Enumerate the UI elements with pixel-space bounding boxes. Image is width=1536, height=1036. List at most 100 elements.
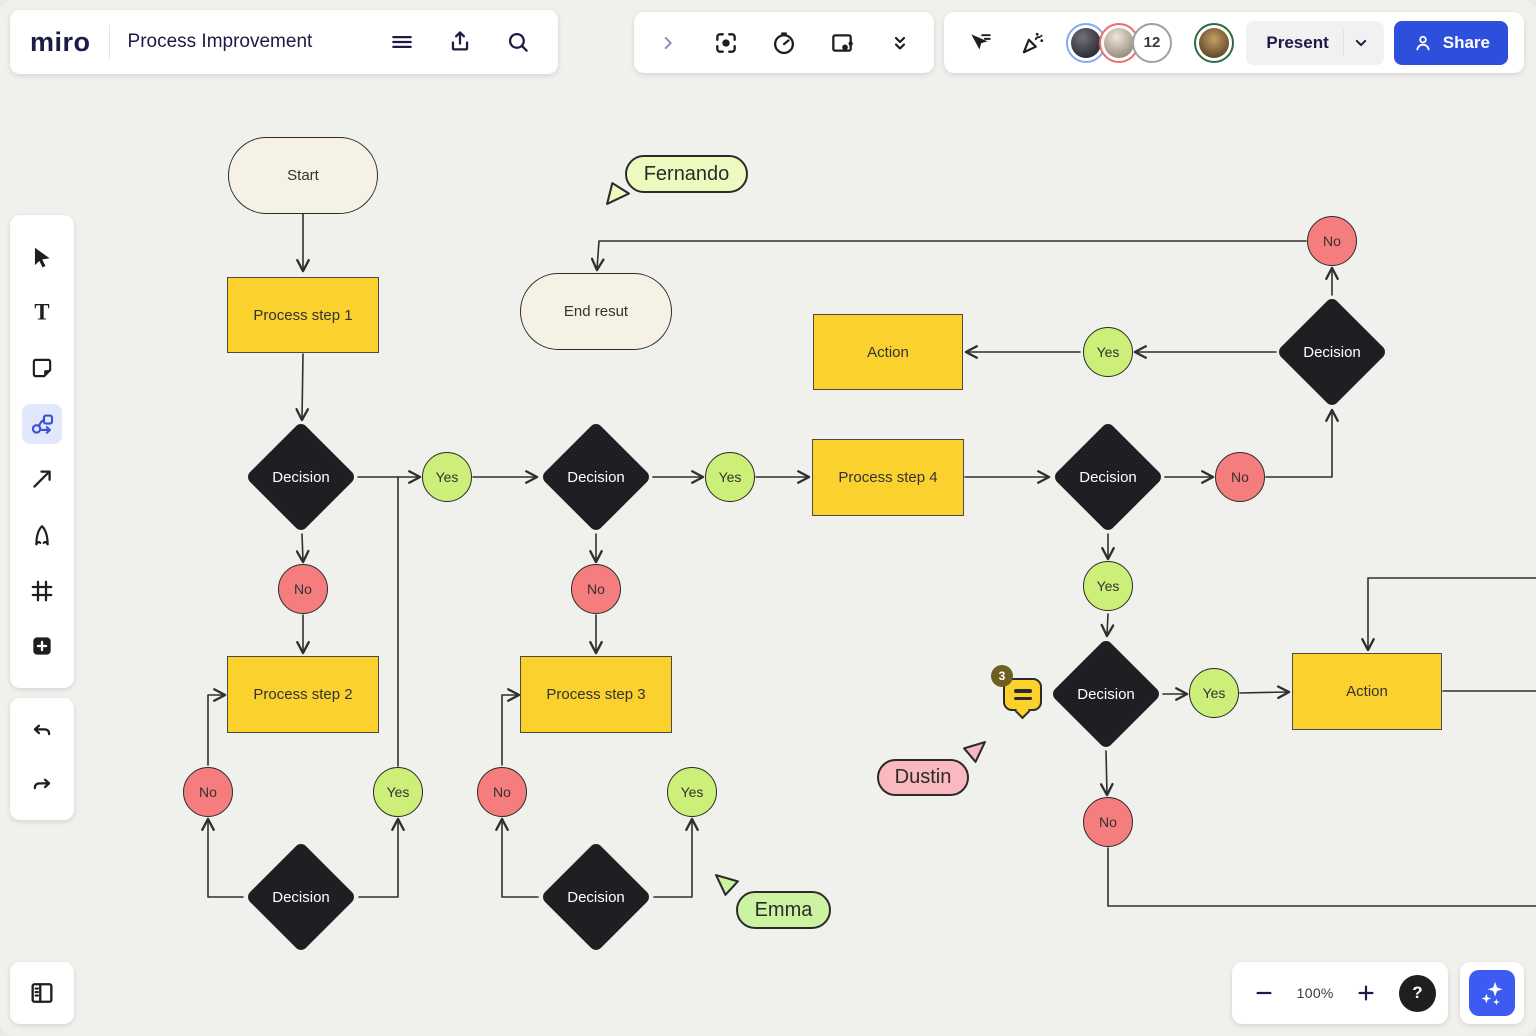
zoom-out-button[interactable] [1244, 973, 1284, 1013]
tool-frame[interactable] [22, 571, 62, 611]
flow-node-p4[interactable]: Process step 4 [812, 438, 964, 516]
flow-connector[interactable] [302, 353, 303, 419]
flow-connector[interactable] [358, 820, 398, 898]
more-tools-icon [33, 637, 51, 655]
flow-node-d3[interactable]: Decision [1052, 421, 1164, 533]
search-button[interactable] [498, 22, 538, 62]
flow-connector[interactable] [502, 820, 539, 898]
flow-node-no3[interactable]: No [571, 564, 621, 614]
present-button[interactable]: Present [1246, 20, 1384, 65]
flow-node-label: Yes [718, 469, 742, 485]
zoom-in-button[interactable] [1346, 973, 1386, 1013]
flow-connector[interactable] [1239, 692, 1288, 693]
current-user-avatar[interactable] [1194, 22, 1234, 63]
reactions-button[interactable] [1012, 23, 1052, 63]
flow-connector[interactable] [1107, 847, 1536, 907]
flow-node-d4[interactable]: Decision [245, 841, 357, 953]
flow-connector[interactable] [1368, 577, 1536, 649]
flow-node-no5[interactable]: No [1215, 452, 1265, 502]
flow-node-p1[interactable]: Process step 1 [227, 277, 379, 353]
flow-node-label: Yes [1096, 578, 1120, 594]
frame-icon [31, 580, 53, 601]
flow-node-no6[interactable]: No [1307, 216, 1357, 266]
flow-node-yes1[interactable]: Yes [422, 452, 472, 502]
flow-node-no2[interactable]: No [183, 767, 233, 817]
redo-button[interactable] [22, 766, 62, 806]
flow-node-label: Yes [1096, 344, 1120, 360]
focus-mode-button[interactable] [706, 23, 746, 63]
tool-diagramming[interactable] [22, 403, 62, 444]
flow-connector[interactable] [597, 240, 1307, 269]
comment-count-badge: 3 [991, 665, 1013, 687]
flow-node-yes4[interactable]: Yes [667, 767, 717, 817]
flow-node-p3[interactable]: Process step 3 [520, 655, 672, 733]
flow-node-label: Decision [1077, 685, 1135, 703]
flow-node-yes5[interactable]: Yes [1083, 327, 1133, 377]
flow-connector[interactable] [302, 533, 303, 561]
avatar[interactable] [1099, 22, 1139, 63]
board-title[interactable]: Process Improvement [127, 31, 313, 52]
flow-connector[interactable] [208, 820, 244, 898]
timer-button[interactable] [764, 23, 804, 63]
comment-thread[interactable]: 3 [991, 665, 1042, 720]
flow-node-yes6[interactable]: Yes [1083, 561, 1133, 611]
flow-node-a1[interactable]: Action [813, 314, 963, 390]
hide-collaborators-cursors-button[interactable] [960, 23, 1000, 63]
flow-node-d2[interactable]: Decision [540, 421, 652, 533]
export-button[interactable] [440, 22, 480, 62]
flow-node-yes2[interactable]: Yes [373, 767, 423, 817]
flow-node-yes3[interactable]: Yes [705, 452, 755, 502]
tool-arrow[interactable] [22, 459, 62, 499]
flow-node-p2[interactable]: Process step 2 [227, 655, 379, 733]
header-board-panel: miro Process Improvement [10, 10, 558, 74]
tool-text[interactable]: T [22, 292, 62, 332]
tool-sticky-note[interactable] [22, 348, 62, 388]
flow-node-yes7[interactable]: Yes [1189, 668, 1239, 718]
help-button[interactable]: ? [1398, 974, 1436, 1012]
main-menu-button[interactable] [382, 22, 422, 62]
diagram-tool-icon [31, 414, 54, 434]
flow-node-d5[interactable]: Decision [540, 841, 652, 953]
flow-node-label: Decision [1303, 343, 1361, 361]
plus-icon [1358, 985, 1374, 1001]
flow-node-d1[interactable]: Decision [245, 421, 357, 533]
tool-pen[interactable] [22, 515, 62, 555]
more-facilitation-tools-button[interactable] [880, 23, 920, 63]
tool-more[interactable] [22, 626, 62, 666]
flow-connector[interactable] [207, 695, 224, 766]
expand-toolbar-button[interactable] [648, 23, 688, 63]
frames-panel-toggle [10, 962, 74, 1024]
flow-node-d6[interactable]: Decision [1276, 296, 1388, 408]
history-panel [10, 698, 74, 820]
flow-node-label: Decision [272, 888, 330, 906]
frames-list-button[interactable] [22, 973, 62, 1013]
flow-connector[interactable] [1107, 613, 1108, 635]
facepile-overflow-count[interactable]: 12 [1132, 22, 1172, 63]
flow-connector[interactable] [653, 820, 692, 898]
flow-node-label: No [493, 784, 511, 800]
flow-node-no4[interactable]: No [477, 767, 527, 817]
share-button[interactable]: Share [1393, 20, 1508, 65]
tool-select[interactable] [22, 237, 62, 277]
flow-connector[interactable] [1106, 750, 1107, 794]
flow-connector[interactable] [1265, 411, 1332, 478]
flow-node-end[interactable]: End resut [520, 272, 672, 350]
present-options-button[interactable] [1344, 26, 1378, 60]
flow-node-no7[interactable]: No [1083, 797, 1133, 847]
flow-node-label: Yes [435, 469, 459, 485]
miro-logo[interactable]: miro [30, 26, 91, 57]
flow-node-label: No [1231, 469, 1249, 485]
cursor-pointer-icon [606, 182, 630, 205]
flow-node-d7[interactable]: Decision [1050, 638, 1162, 750]
miro-ai-button[interactable] [1469, 970, 1515, 1016]
flow-node-start[interactable]: Start [228, 136, 378, 214]
flow-connector[interactable] [501, 695, 518, 766]
flow-node-no1[interactable]: No [278, 564, 328, 614]
flow-node-a2[interactable]: Action [1292, 652, 1442, 730]
zoom-level[interactable]: 100% [1296, 985, 1334, 1001]
screen-share-button[interactable] [822, 23, 862, 63]
facepile[interactable]: 12 [1066, 22, 1172, 63]
undo-button[interactable] [22, 712, 62, 752]
